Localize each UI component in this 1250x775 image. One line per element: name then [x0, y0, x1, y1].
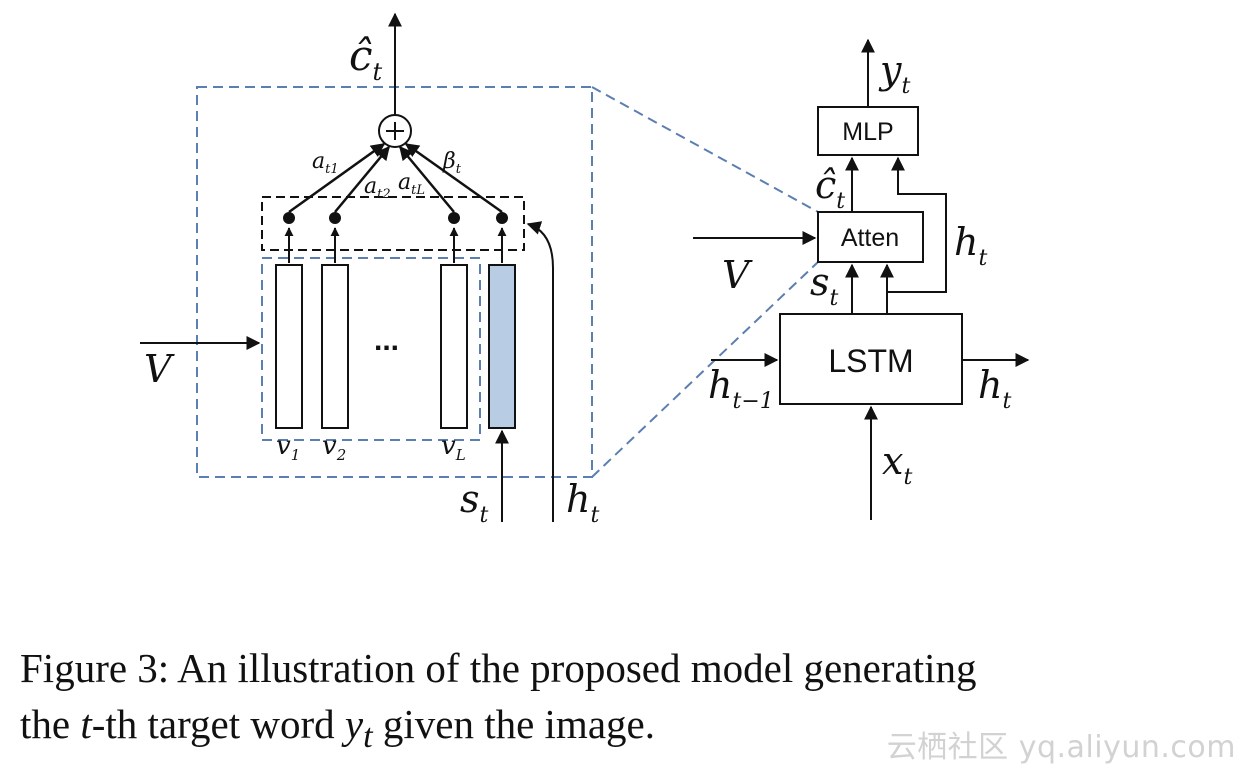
- caption-text: -th target word: [91, 701, 345, 747]
- model-diagram: ĉt at1 at2 atL βt v1 v2 vL ... V st ht M…: [140, 12, 1030, 528]
- atten-box: [817, 211, 924, 263]
- context-label: ĉt: [815, 163, 845, 214]
- weight-label-at2: at2: [364, 174, 391, 202]
- attention-detail: ĉt at1 at2 atL βt v1 v2 vL ... V st ht: [140, 12, 599, 528]
- feature-bar-vL: [440, 264, 468, 429]
- sentinel-right-label: st: [810, 260, 839, 311]
- caption-line-1: Figure 3: An illustration of the propose…: [20, 645, 977, 691]
- atten-label: Atten: [841, 224, 899, 252]
- caption-math-t: t: [80, 701, 92, 747]
- mlp-box: [817, 106, 919, 156]
- node-2: [329, 212, 341, 224]
- caption-math-sub: t: [363, 718, 373, 756]
- feature-label-vL: vL: [441, 431, 466, 464]
- feature-label-v2: v2: [322, 431, 346, 464]
- decoder-overview: MLP Atten LSTM yt ĉt V st ht ht−1 ht xt: [693, 38, 1030, 520]
- hidden-prev-label: ht−1: [708, 363, 774, 414]
- node-L: [448, 212, 460, 224]
- caption-text: the: [20, 701, 81, 747]
- features-frame: [261, 257, 481, 441]
- weight-label-at1: at1: [312, 149, 339, 177]
- input-x-label: xt: [882, 439, 912, 490]
- lstm-label: LSTM: [828, 343, 913, 379]
- figure-caption: Figure 3: An illustration of the propose…: [20, 640, 1230, 765]
- visual-input-label: V: [144, 347, 175, 391]
- hidden-label: ht: [566, 477, 599, 528]
- node-1: [283, 212, 295, 224]
- feature-bar-v1: [275, 264, 303, 429]
- output-y-label: yt: [878, 48, 910, 99]
- weight-label-atL: atL: [398, 170, 425, 198]
- lstm-box: [779, 313, 963, 405]
- feature-bar-v2: [321, 264, 349, 429]
- feature-label-v1: v1: [276, 431, 300, 464]
- nodes-frame: [261, 196, 525, 251]
- caption-text: given the image.: [372, 701, 655, 747]
- sentinel-bar: [488, 264, 516, 429]
- hidden-side-label: ht: [954, 220, 987, 271]
- weight-label-beta: βt: [442, 149, 462, 177]
- zoom-connector-top: [591, 86, 819, 213]
- watermark: 云栖社区 yq.aliyun.com: [886, 730, 1236, 765]
- zoom-connector-bottom: [591, 261, 819, 478]
- caption-math-y: y: [344, 701, 364, 747]
- output-ctx-label: ĉt: [349, 31, 383, 86]
- visual-input-right-label: V: [722, 253, 753, 297]
- node-sentinel: [496, 212, 508, 224]
- mlp-label: MLP: [842, 118, 893, 146]
- hidden-out-label: ht: [978, 363, 1011, 414]
- sentinel-label: st: [460, 477, 489, 528]
- ellipsis: ...: [374, 324, 399, 357]
